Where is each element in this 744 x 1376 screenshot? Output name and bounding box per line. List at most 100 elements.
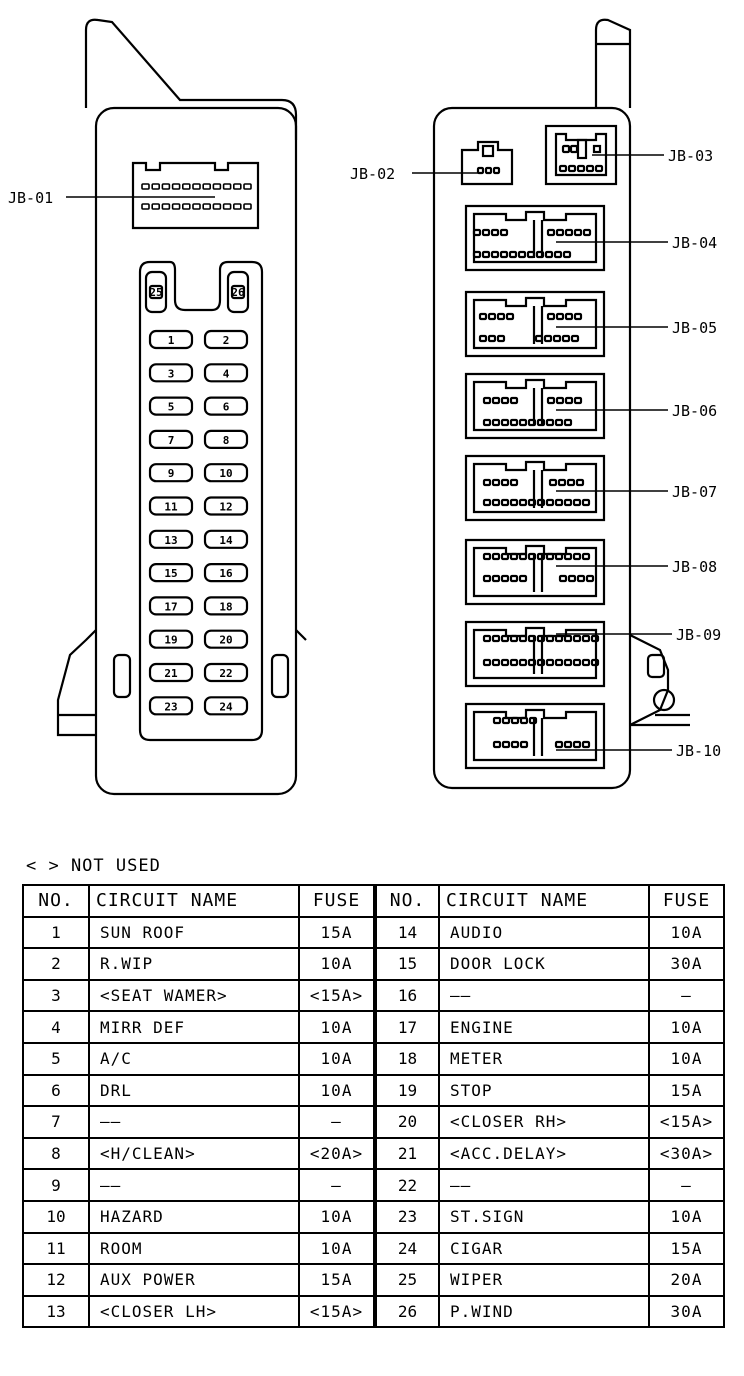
fuse-slot-23: 23	[148, 696, 194, 716]
cell-fuse: <15A>	[298, 978, 376, 1013]
fuse-slot-label: 15	[164, 567, 177, 580]
fuse-slot-15: 15	[148, 562, 194, 583]
fuse-slot-13: 13	[148, 529, 194, 549]
fuse-slot-label: 12	[219, 501, 232, 514]
label-jb-04: JB-04	[672, 234, 717, 252]
cell-fuse-2: —	[648, 978, 725, 1013]
cell-fuse-2: 30A	[648, 1294, 725, 1329]
cell-circuit-name: A/C	[88, 1041, 300, 1076]
cell-no: 6	[22, 1073, 90, 1108]
label-jb-05: JB-05	[672, 319, 717, 337]
cell-no-2: 24	[373, 1231, 440, 1266]
cell-circuit-name-2: WIPER	[438, 1263, 650, 1297]
connector-jb-06	[464, 372, 606, 440]
fuse-slot-16: 16	[203, 562, 249, 583]
fuse-slot-label: 14	[219, 534, 233, 547]
fuse-slot-20: 20	[203, 629, 249, 649]
fuse-slot-label: 24	[219, 700, 233, 713]
cell-circuit-name: DRL	[88, 1073, 300, 1108]
table-row: 8<H/CLEAN><20A>21<ACC.DELAY><30A>	[22, 1136, 725, 1171]
fuse-slot-9: 9	[148, 463, 194, 483]
cell-no-2: 25	[373, 1263, 440, 1297]
fuse-slot-label: 16	[219, 567, 233, 580]
cell-no: 5	[22, 1041, 90, 1076]
cell-fuse-2: <30A>	[648, 1136, 725, 1171]
fuse-slot-label: 1	[168, 334, 175, 347]
fuse-slot-label: 3	[168, 367, 175, 380]
cell-circuit-name-2: <CLOSER RH>	[438, 1105, 650, 1139]
cell-no: 10	[22, 1199, 90, 1234]
fuse-slot-18: 18	[203, 596, 249, 616]
cell-no: 13	[22, 1294, 90, 1329]
cell-no-2: 22	[373, 1168, 440, 1202]
cell-no: 7	[22, 1105, 90, 1139]
fuse-slot-label: 7	[168, 434, 175, 447]
cell-fuse-2: 10A	[648, 915, 725, 950]
cell-no-2: 26	[373, 1294, 440, 1329]
cell-no-2: 23	[373, 1199, 440, 1234]
top-fuse-label: 25	[149, 286, 162, 299]
fuse-slot-label: 19	[164, 634, 177, 647]
cell-fuse: —	[298, 1105, 376, 1139]
cell-no-2: 19	[373, 1073, 440, 1108]
cell-circuit-name-2: DOOR LOCK	[438, 947, 650, 981]
fuse-slot-2: 2	[203, 329, 249, 350]
cell-circuit-name-2: CIGAR	[438, 1231, 650, 1266]
cell-circuit-name: HAZARD	[88, 1199, 300, 1234]
cell-fuse-2: 10A	[648, 1199, 725, 1234]
fuse-slot-7: 7	[148, 429, 194, 449]
fuse-slot-label: 13	[164, 534, 177, 547]
cell-no-2: 15	[373, 947, 440, 981]
not-used-note: < > NOT USED	[26, 856, 161, 876]
cell-circuit-name: ——	[88, 1168, 300, 1202]
cell-fuse: <15A>	[298, 1294, 376, 1329]
cell-circuit-name: SUN ROOF	[88, 915, 300, 950]
cell-circuit-name: AUX POWER	[88, 1263, 300, 1297]
cell-fuse: 10A	[298, 1231, 376, 1266]
cell-no: 2	[22, 947, 90, 981]
header-fuse: FUSE	[298, 884, 376, 918]
top-fuse-25: 25	[144, 270, 168, 314]
fuse-table: NO. CIRCUIT NAME FUSE NO. CIRCUIT NAME F…	[22, 884, 725, 1329]
connector-jb-09	[464, 620, 606, 688]
cell-no-2: 20	[373, 1105, 440, 1139]
fuse-slot-label: 8	[223, 434, 230, 447]
cell-circuit-name-2: ENGINE	[438, 1010, 650, 1044]
fuse-slot-6: 6	[203, 396, 249, 416]
cell-circuit-name-2: <ACC.DELAY>	[438, 1136, 650, 1171]
header-fuse-2: FUSE	[648, 884, 725, 918]
cell-fuse: 10A	[298, 1073, 376, 1108]
fuse-slot-label: 23	[164, 700, 177, 713]
fuse-slot-12: 12	[203, 496, 249, 516]
cell-no: 1	[22, 915, 90, 950]
table-header-row: NO. CIRCUIT NAME FUSE NO. CIRCUIT NAME F…	[22, 884, 725, 918]
label-jb-08: JB-08	[672, 558, 717, 576]
connector-jb-10	[464, 702, 606, 770]
connector-jb-04	[464, 204, 606, 272]
label-jb-01: JB-01	[8, 189, 53, 207]
table-row: 7———20<CLOSER RH><15A>	[22, 1105, 725, 1139]
cell-no: 4	[22, 1010, 90, 1044]
top-fuse-label: 26	[231, 286, 245, 299]
cell-circuit-name-2: ——	[438, 1168, 650, 1202]
cell-no-2: 16	[373, 978, 440, 1013]
label-jb-09: JB-09	[676, 626, 721, 644]
fuse-slot-8: 8	[203, 429, 249, 449]
cell-fuse-2: 15A	[648, 1231, 725, 1266]
cell-no: 3	[22, 978, 90, 1013]
cell-no-2: 18	[373, 1041, 440, 1076]
connector-jb-07	[464, 454, 606, 522]
cell-circuit-name-2: ——	[438, 978, 650, 1013]
cell-no: 11	[22, 1231, 90, 1266]
fuse-slot-21: 21	[148, 662, 194, 683]
cell-fuse-2: 10A	[648, 1010, 725, 1044]
fuse-slot-label: 20	[219, 634, 232, 647]
cell-fuse-2: 15A	[648, 1073, 725, 1108]
cell-no: 8	[22, 1136, 90, 1171]
cell-circuit-name: MIRR DEF	[88, 1010, 300, 1044]
table-row: 3<SEAT WAMER><15A>16———	[22, 978, 725, 1013]
